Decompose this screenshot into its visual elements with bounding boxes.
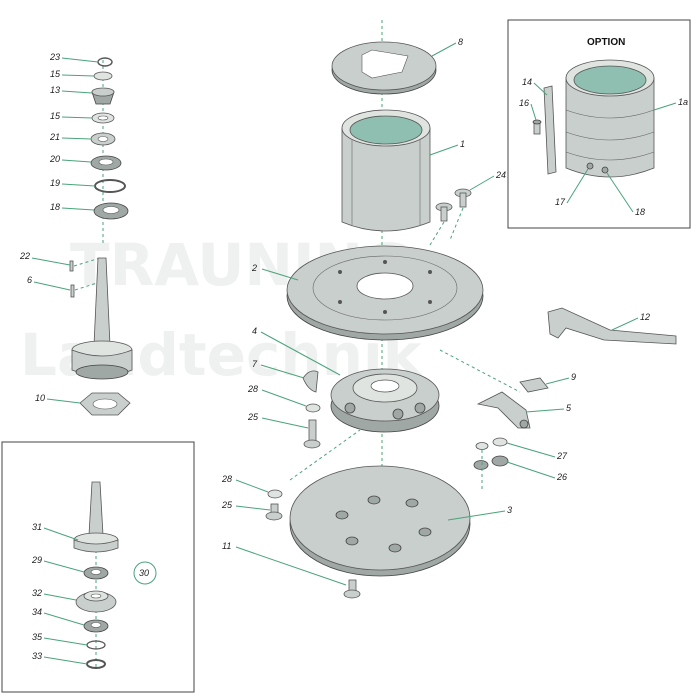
label-28a: 28 (247, 384, 258, 394)
part-16-screw (532, 119, 542, 135)
part-12-lever (547, 307, 677, 345)
part-17-rivet (586, 162, 594, 170)
alternative-hub-box (1, 441, 195, 693)
part-27-washer (475, 437, 508, 450)
label-6: 6 (27, 275, 32, 285)
part-21-nut (90, 132, 116, 146)
part-28-washer-lower (267, 489, 283, 499)
part-5-mount (476, 391, 531, 429)
part-4-hub-flange (330, 368, 440, 433)
label-31: 31 (32, 522, 42, 532)
label-35: 35 (32, 632, 43, 642)
part-18-bearing (93, 202, 129, 220)
label-34: 34 (32, 607, 42, 617)
label-25a: 25 (247, 412, 259, 422)
part-25-bolt-lower (265, 503, 283, 521)
label-9: 9 (571, 372, 576, 382)
part-19-ring (94, 179, 126, 193)
label-7: 7 (252, 359, 258, 369)
part-7-clamp (302, 370, 319, 393)
label-18: 18 (50, 202, 60, 212)
part-1-drum (341, 109, 431, 232)
part-18-rivet-option (601, 166, 609, 174)
label-14: 14 (522, 77, 532, 87)
part-26-nut (473, 455, 509, 470)
label-1: 1 (460, 139, 465, 149)
label-17: 17 (555, 197, 566, 207)
part-14-strip (543, 85, 557, 175)
part-28-washer-upper (305, 403, 321, 413)
left-callouts: 23 15 13 15 21 20 19 18 22 6 10 (19, 52, 99, 404)
part-23-circlip (97, 57, 113, 67)
label-16: 16 (519, 98, 529, 108)
part-6-pin (70, 284, 75, 298)
label-1a: 1a (678, 97, 688, 107)
label-15a: 15 (50, 69, 61, 79)
label-15b: 15 (50, 111, 61, 121)
label-28b: 28 (221, 474, 232, 484)
label-5: 5 (566, 403, 572, 413)
label-25b: 25 (221, 500, 233, 510)
part-15-shim-top (93, 71, 113, 81)
part-29-seal (83, 566, 109, 580)
label-32: 32 (32, 588, 42, 598)
part-15-shim-lower (91, 112, 115, 124)
center-callouts: 8 1 24 2 4 7 28 25 9 5 27 26 12 28 25 3 … (221, 37, 650, 586)
label-20: 20 (49, 154, 60, 164)
part-2-disc (286, 245, 484, 341)
label-2: 2 (251, 263, 257, 273)
part-25-bolt-upper (303, 419, 321, 449)
part-22-pin (69, 260, 74, 272)
part-31-hub (73, 481, 119, 553)
part-30-badge: 30 (133, 561, 157, 585)
label-3: 3 (507, 505, 512, 515)
label-21: 21 (49, 132, 60, 142)
label-30: 30 (139, 568, 149, 578)
part-1a-drum-option (565, 59, 655, 178)
label-12: 12 (640, 312, 650, 322)
option-box (507, 19, 691, 229)
label-19: 19 (50, 178, 60, 188)
label-24: 24 (495, 170, 506, 180)
lower-left-callouts: 31 29 32 34 35 33 (31, 522, 88, 665)
part-13-bevel-gear (91, 87, 115, 105)
part-24-bolts (429, 188, 472, 246)
part-10-hex-nut (79, 392, 131, 416)
label-23: 23 (49, 52, 60, 62)
label-33: 33 (32, 651, 42, 661)
label-11: 11 (222, 541, 231, 551)
label-27: 27 (556, 451, 568, 461)
part-32-bearing-housing (75, 590, 117, 613)
part-9-bracket (519, 377, 549, 393)
part-8-cover-plate (331, 41, 437, 95)
label-10: 10 (35, 393, 45, 403)
label-29: 29 (31, 555, 42, 565)
label-18b: 18 (635, 207, 645, 217)
part-20-bearing (90, 155, 122, 171)
option-callouts: 14 16 1a 17 18 (519, 77, 688, 217)
hub-shaft (71, 257, 133, 380)
label-4: 4 (252, 326, 257, 336)
label-13: 13 (50, 85, 60, 95)
label-8: 8 (458, 37, 463, 47)
label-22: 22 (19, 251, 30, 261)
part-34-bearing (83, 619, 109, 633)
part-11-bolt (343, 579, 361, 599)
option-title: OPTION (587, 37, 625, 48)
part-3-skid-plate (289, 465, 471, 577)
label-26: 26 (556, 472, 567, 482)
